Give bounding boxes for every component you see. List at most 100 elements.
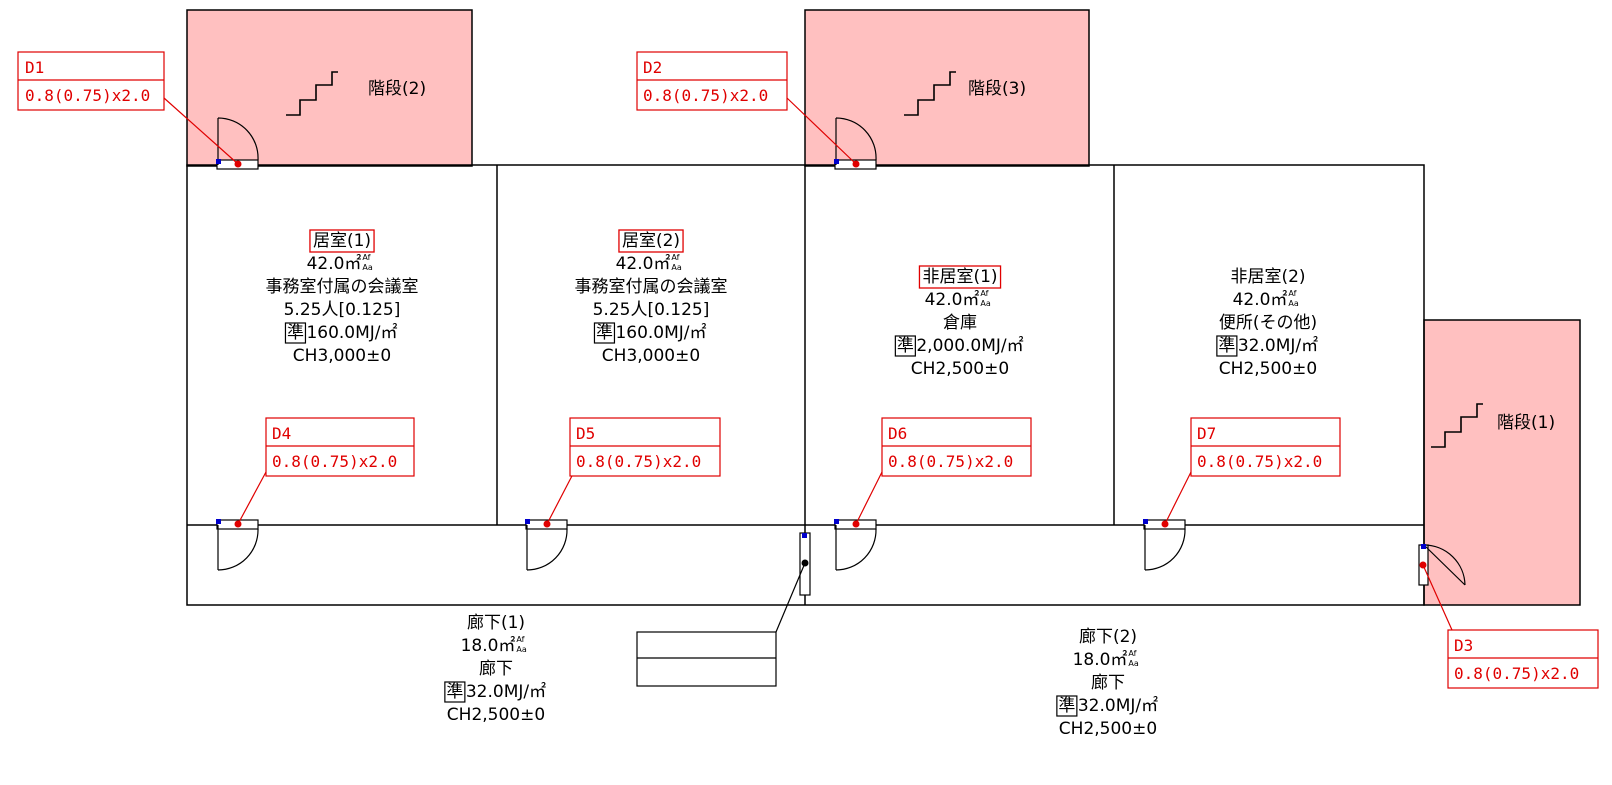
area-sub-label: Aa — [1128, 659, 1138, 668]
area-sup-label: Af — [671, 253, 679, 262]
area-sub-label: Aa — [1288, 299, 1298, 308]
fuel-mark-frame — [284, 322, 307, 344]
area-sup-label: Af — [362, 253, 370, 262]
area-sup-label: Af — [980, 289, 988, 298]
door-callout-d8[interactable]: D8 1.2(1.2)x2.0 — [636, 631, 777, 687]
stair-symbol-icon — [1431, 403, 1483, 448]
room-fuel-load: 32.0MJ/㎡ — [466, 682, 546, 702]
room-area: 42.0㎡ — [307, 254, 362, 274]
room-fuel-load: 160.0MJ/㎡ — [306, 323, 397, 343]
door-id: D1 — [25, 58, 44, 77]
fuel-mark-frame — [444, 681, 466, 703]
room-ceiling-height: CH2,500±0 — [911, 359, 1009, 379]
door-id: D4 — [272, 424, 291, 443]
room-name: 居室(1) — [313, 231, 371, 251]
door-swing-icon[interactable] — [525, 519, 568, 571]
fuel-mark-frame — [1056, 695, 1078, 717]
room-name-frame — [618, 229, 684, 253]
room-use: 事務室付属の会議室 — [575, 277, 728, 297]
door-symbols — [216, 117, 1466, 596]
door-callouts: D1 0.8(0.75)x2.0 D2 0.8(0.75)x2.0 D3 0.8… — [17, 51, 1599, 689]
stair-symbol-icon — [904, 71, 956, 116]
door-id: D6 — [888, 424, 907, 443]
area-sub-label: Aa — [980, 299, 990, 308]
door-callout-d7[interactable]: D7 0.8(0.75)x2.0 — [1190, 417, 1341, 477]
stair-areas — [186, 9, 1581, 606]
leader-lines — [163, 97, 1453, 633]
room-name: 廊下(2) — [1079, 627, 1137, 647]
area-sub-label: Aa — [516, 645, 526, 654]
room-ceiling-height: CH3,000±0 — [293, 346, 391, 366]
fuel-mark: 準 — [287, 323, 304, 343]
door-callout-d6[interactable]: D6 0.8(0.75)x2.0 — [881, 417, 1032, 477]
room-name: 非居室(2) — [1230, 267, 1305, 287]
stair-area-2[interactable] — [186, 9, 473, 167]
fuel-mark-frame — [593, 322, 616, 344]
walls — [186, 164, 1425, 606]
door-swing-icon[interactable] — [834, 519, 877, 571]
stair-area-3[interactable] — [804, 9, 1090, 167]
room-name-frame — [309, 229, 375, 253]
door-id: D3 — [1454, 636, 1473, 655]
room-fuel-load: 160.0MJ/㎡ — [615, 323, 706, 343]
door-id: D7 — [1197, 424, 1216, 443]
fuel-mark: 準 — [897, 336, 914, 356]
room-area: 18.0㎡ — [461, 636, 516, 656]
stair-label-2: 階段(2) — [368, 79, 426, 99]
room-name: 非居室(1) — [922, 267, 997, 287]
room-use: 倉庫 — [943, 313, 977, 333]
door-size: 0.8(0.75)x2.0 — [888, 452, 1013, 471]
room-area: 42.0㎡ — [1233, 290, 1288, 310]
stair-symbol-icon — [286, 71, 338, 116]
area-sub-label: Aa — [362, 263, 372, 272]
door-size: 0.8(0.75)x2.0 — [643, 86, 768, 105]
room-ceiling-height: CH3,000±0 — [602, 346, 700, 366]
area-sup-label: Af — [516, 635, 524, 644]
room-occupancy: 5.25人[0.125] — [284, 300, 401, 320]
stair-label-1: 階段(1) — [1497, 413, 1555, 433]
room-area: 42.0㎡ — [616, 254, 671, 274]
stair-label-3: 階段(3) — [968, 79, 1026, 99]
room-name: 居室(2) — [622, 231, 680, 251]
door-swing-icon[interactable] — [1143, 519, 1186, 571]
room-use: 事務室付属の会議室 — [266, 277, 419, 297]
area-sup-label: Af — [1128, 649, 1136, 658]
room-use: 廊下 — [1091, 673, 1125, 693]
door-swing-icon[interactable] — [834, 117, 877, 170]
door-swing-icon[interactable] — [216, 117, 259, 170]
room-ceiling-height: CH2,500±0 — [1219, 359, 1317, 379]
room-area: 18.0㎡ — [1073, 650, 1128, 670]
door-size: 0.8(0.75)x2.0 — [1454, 664, 1579, 683]
door-callout-d5[interactable]: D5 0.8(0.75)x2.0 — [569, 417, 721, 477]
door-size: 0.8(0.75)x2.0 — [576, 452, 701, 471]
fuel-mark-frame — [1216, 335, 1238, 357]
door-id: D2 — [643, 58, 662, 77]
room-occupancy: 5.25人[0.125] — [593, 300, 710, 320]
fuel-mark: 準 — [596, 323, 613, 343]
room-fuel-load: 32.0MJ/㎡ — [1238, 336, 1318, 356]
room-fuel-load: 2,000.0MJ/㎡ — [916, 336, 1023, 356]
area-sub-label: Aa — [671, 263, 681, 272]
door-callout-d1[interactable]: D1 0.8(0.75)x2.0 — [17, 51, 165, 111]
door-callout-d3[interactable]: D3 0.8(0.75)x2.0 — [1447, 629, 1599, 689]
stair-area-1[interactable] — [1423, 319, 1581, 606]
fuel-mark-frame — [894, 335, 916, 357]
door-callout-d4[interactable]: D4 0.8(0.75)x2.0 — [265, 417, 415, 477]
door-swing-icon[interactable] — [216, 519, 259, 571]
door-callout-d2[interactable]: D2 0.8(0.75)x2.0 — [636, 51, 788, 111]
room-ceiling-height: CH2,500±0 — [1059, 719, 1157, 739]
door-size: 0.8(0.75)x2.0 — [1197, 452, 1322, 471]
area-sup-label: Af — [1288, 289, 1296, 298]
room-ceiling-height: CH2,500±0 — [447, 705, 545, 725]
room-fuel-load: 32.0MJ/㎡ — [1078, 696, 1158, 716]
fuel-mark: 準 — [1058, 696, 1075, 716]
fuel-mark: 準 — [446, 682, 463, 702]
door-id: D5 — [576, 424, 595, 443]
